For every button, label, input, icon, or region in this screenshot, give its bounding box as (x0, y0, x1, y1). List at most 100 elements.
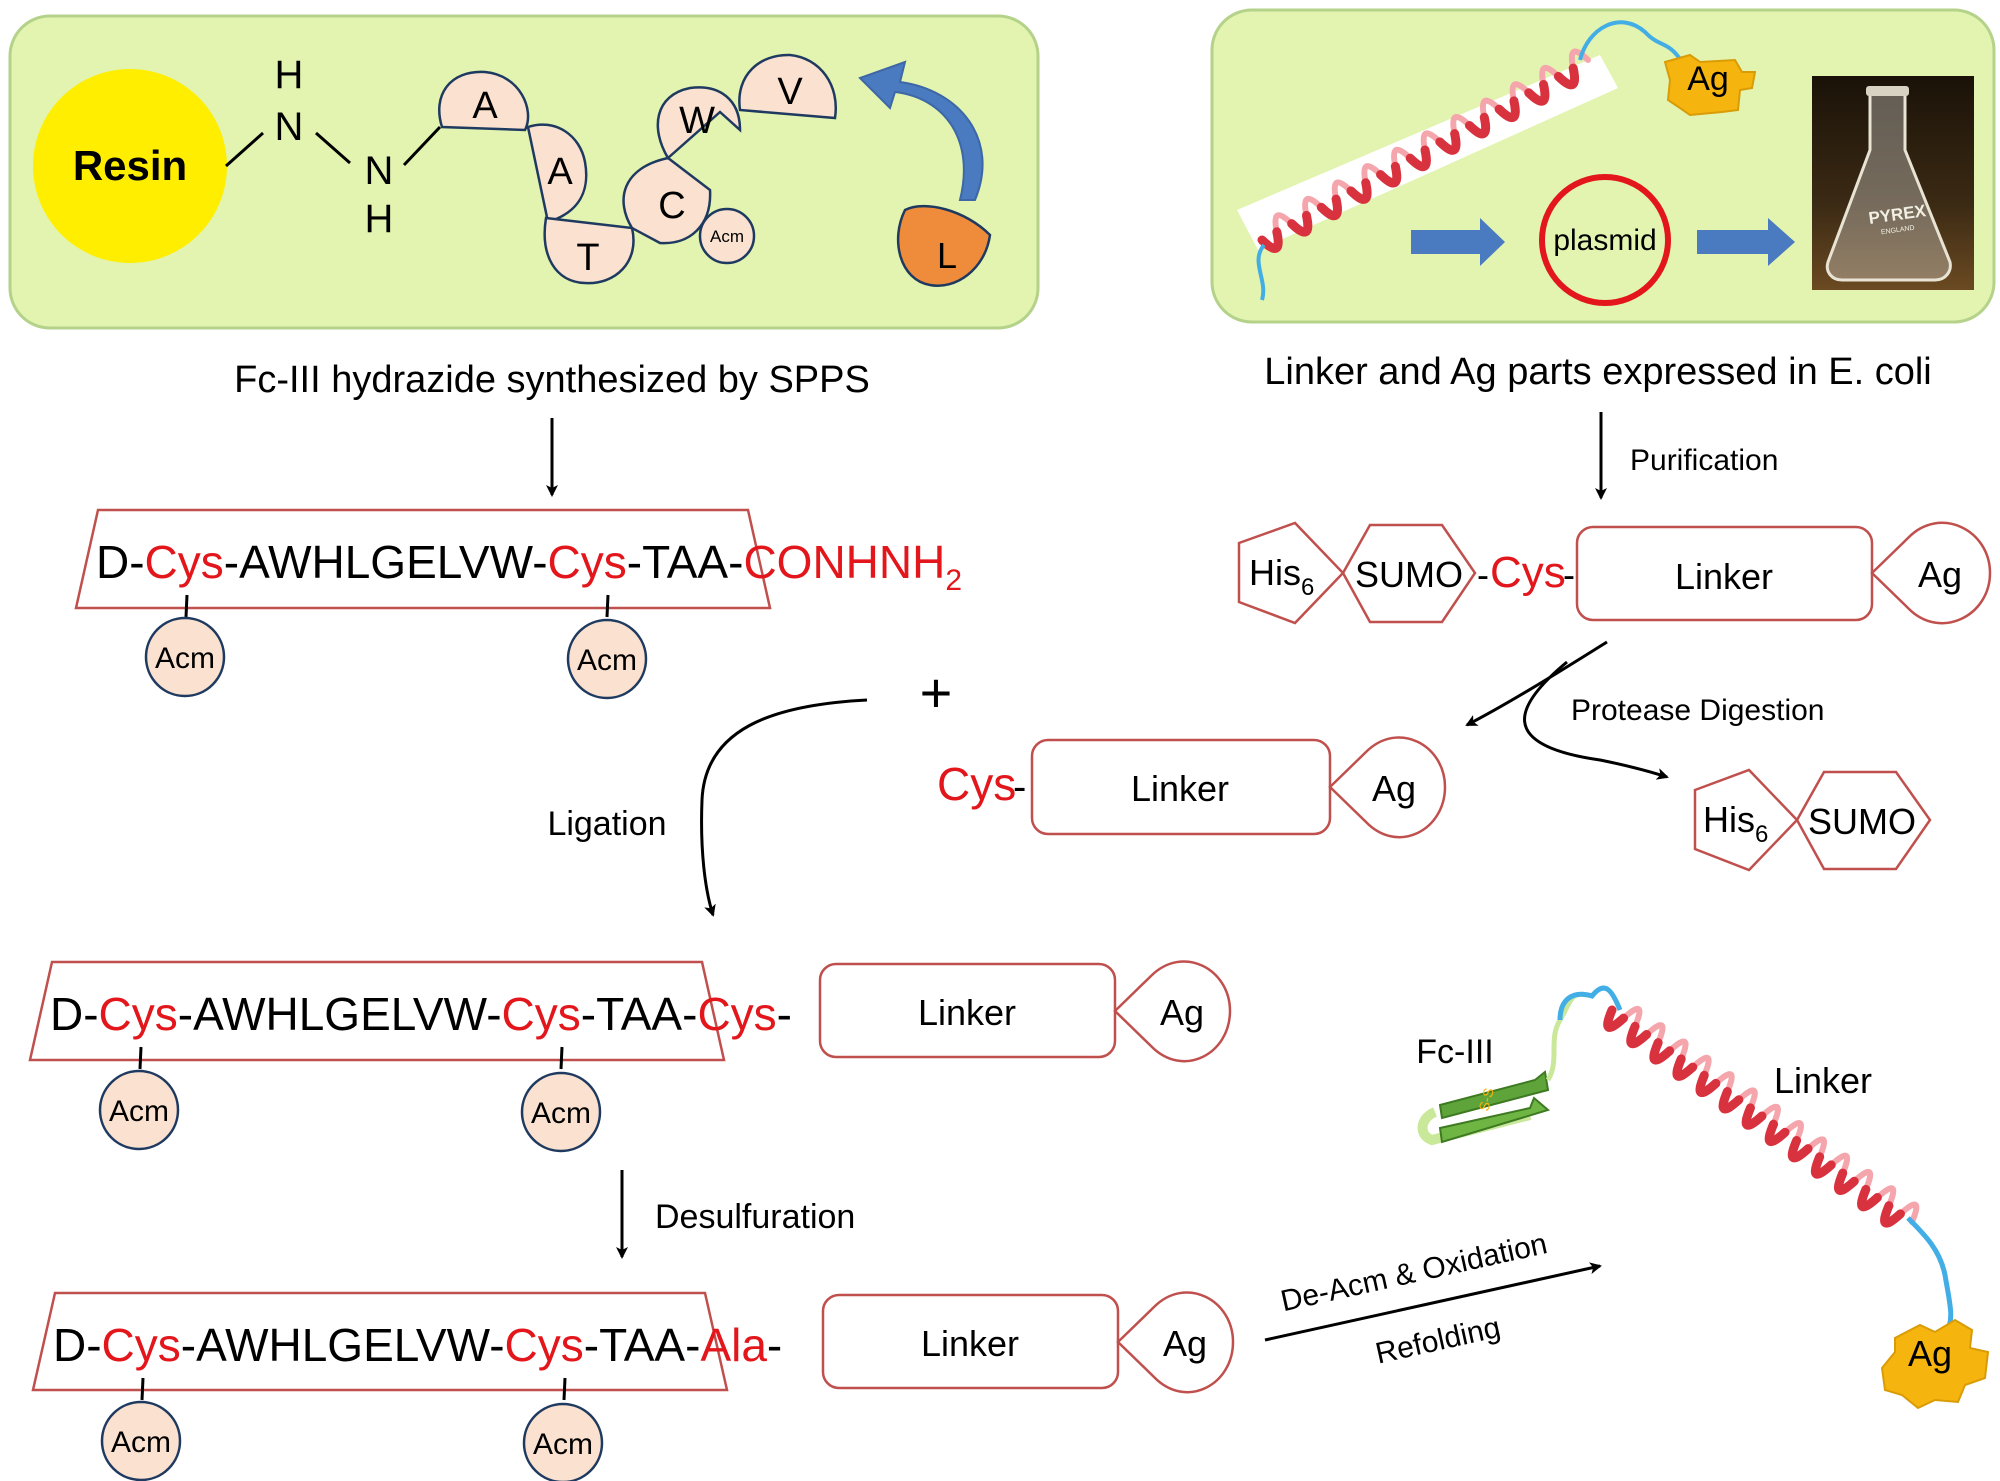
peptide-box (74, 508, 772, 610)
helix-final-turn-back (1805, 1136, 1828, 1160)
ligated-taa: -TAA- (581, 988, 698, 1040)
acm-small-label: Acm (710, 227, 744, 246)
bond-n-ala (402, 125, 442, 167)
fragment-dash: - (1013, 765, 1026, 809)
arrow-to-flask (1697, 218, 1795, 266)
helix-final-turn-back (1666, 1038, 1689, 1062)
resin-bead (33, 69, 227, 263)
ligated-acm-bond-2 (559, 1046, 564, 1070)
arrow-to-plasmid (1411, 218, 1505, 266)
ag-blob-top (1663, 53, 1757, 117)
final-acm-bond-2 (562, 1377, 567, 1401)
acm-bond-1 (184, 594, 189, 618)
helix-final-turn-front (1764, 1119, 1790, 1146)
peptide-prefix: D- (96, 536, 145, 588)
ligated-linker-label: Linker (918, 992, 1016, 1033)
final-linker-label: Linker (921, 1323, 1019, 1364)
final-linker-text: Linker (1774, 1060, 1872, 1101)
purification-label: Purification (1630, 444, 1778, 477)
helix-final-turn-front (1649, 1038, 1675, 1065)
residue-shape-t (543, 216, 635, 285)
cleaved-his-text: His (1703, 799, 1755, 840)
spps-caption: Fc-III hydrazide synthesized by SPPS (234, 359, 870, 401)
sumo-label: SUMO (1355, 554, 1463, 595)
peptide-taa: -TAA- (627, 536, 744, 588)
helix-final-turn-front (1626, 1021, 1652, 1049)
beta-strand-1 (1438, 1070, 1550, 1120)
fragment-cys-label: Cys (937, 758, 1016, 810)
protease-label: Protease Digestion (1571, 694, 1824, 727)
helix-final-turn-front (1718, 1087, 1744, 1114)
cleaved-his-subscript: 6 (1755, 821, 1768, 848)
residue-shape-a1 (438, 70, 530, 132)
helix-ag-connector (1906, 1216, 1954, 1337)
residue-t: T (576, 237, 599, 279)
final-ag-text: Ag (1908, 1333, 1952, 1374)
ligated-cys-2: Cys (502, 988, 581, 1040)
helix-top-turn-front (1287, 210, 1313, 237)
fusion-cys-label: Cys (1490, 548, 1566, 597)
coupling-arrow (858, 60, 984, 201)
folded-fusion-structure: Fc-III S-S Linker Ag (1416, 985, 1990, 1410)
helix-final-turn-front (1810, 1152, 1836, 1179)
helix-top-turn-front (1494, 96, 1520, 122)
expression-panel-background (1210, 8, 1996, 324)
helix-final-turn-back (1689, 1054, 1712, 1079)
fusion-ag-label: Ag (1918, 554, 1962, 595)
peptide-core: -AWHLGELVW- (224, 536, 548, 588)
helix-top-turn-front (1346, 178, 1372, 204)
acm-small-circle (698, 207, 756, 265)
ligated-ag-label: Ag (1160, 992, 1204, 1033)
helix-top-turn-front (1553, 63, 1580, 90)
sumo-shape (1341, 523, 1477, 624)
his-tag-label: His6 (1249, 552, 1314, 601)
helix-final-turn-front (1672, 1054, 1698, 1081)
expression-panel: Ag plasmid PYREX ENGLAND (1210, 8, 1996, 324)
final-ala: Ala (700, 1319, 767, 1371)
helix-linker-top (1257, 48, 1591, 253)
fc-iii-hairpin: S-S (1417, 991, 1593, 1146)
his-text: His (1249, 552, 1301, 593)
ligation-label: Ligation (547, 805, 666, 843)
residue-shape-a2 (526, 123, 588, 224)
incoming-residue-label: L (937, 235, 957, 276)
ligated-peptide-box (28, 960, 726, 1062)
fusion-protein: His6 SUMO - Cys - Linker Ag (1237, 521, 1992, 625)
ligated-prefix: D- (50, 988, 99, 1040)
arrow-deacm (1264, 1262, 1602, 1342)
helix-final-turn-back (1851, 1169, 1874, 1193)
residue-v: V (777, 71, 803, 113)
cleaved-sumo-label: SUMO (1808, 801, 1916, 842)
fusion-dash-1: - (1477, 554, 1489, 595)
helix-final-turn-back (1782, 1120, 1804, 1144)
residue-shape-c (622, 156, 712, 245)
cleaved-sumo-shape (1795, 770, 1932, 871)
helix-top-turn-front (1524, 80, 1550, 106)
peptide-hydrazide: D-Cys-AWHLGELVW-Cys-TAA-CONHNH2 Acm Acm (74, 508, 962, 700)
helix-final-turn-front (1695, 1070, 1721, 1098)
helix-final-turn-front (1787, 1135, 1813, 1163)
peptide-conhnh-subscript: 2 (945, 564, 962, 597)
residue-a2: A (547, 151, 573, 193)
fc-iii-label: Fc-III (1416, 1033, 1493, 1071)
hydrazine-h1: H (275, 53, 304, 97)
helix-final-turn-back (1712, 1071, 1735, 1095)
fc-helix-connector (1557, 985, 1623, 1021)
final-cys-1: Cys (102, 1319, 181, 1371)
hydrazine-h2: H (365, 197, 394, 241)
helix-final-turn-back (1620, 1005, 1643, 1030)
expression-caption: Linker and Ag parts expressed in E. coli (1264, 351, 1932, 393)
fragment-ag-label: Ag (1372, 768, 1416, 809)
helix-final-turn-back (1643, 1022, 1666, 1046)
final-dash: - (767, 1319, 782, 1371)
final-acm-label-1: Acm (111, 1426, 171, 1459)
hairpin-loop (1417, 1107, 1532, 1146)
final-acm-circle-1 (100, 1400, 182, 1481)
deacm-label: De-Acm & Oxidation (1278, 1227, 1550, 1318)
ligated-acm-circle-1 (98, 1069, 180, 1151)
helix-final-turn-back (1828, 1152, 1851, 1177)
peptide-cys-2: Cys (548, 536, 627, 588)
arrow-ligation (700, 698, 868, 917)
helix-linker-final (1603, 1005, 1920, 1228)
